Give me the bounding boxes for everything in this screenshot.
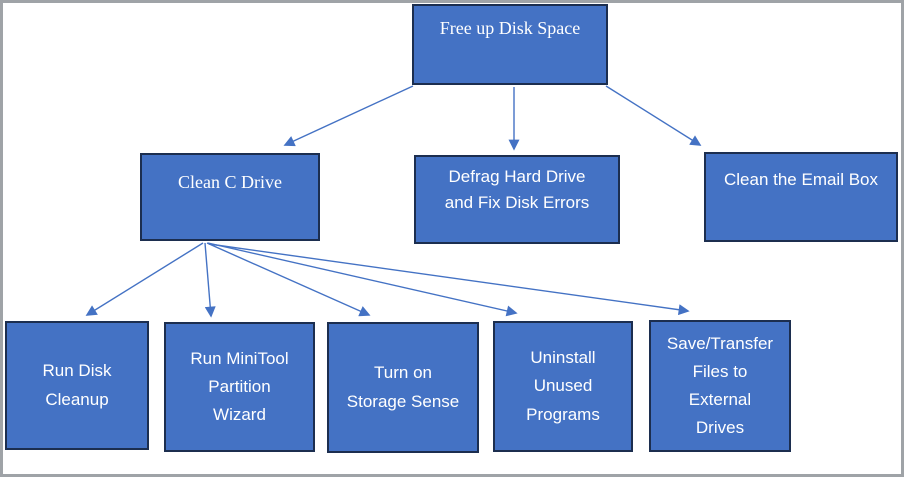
- arrow-cleanc-to-run-disk-cleanup: [85, 242, 204, 316]
- node-defrag-hard-drive: Defrag Hard Drive and Fix Disk Errors: [414, 155, 620, 244]
- node-free-up-disk-space: Free up Disk Space: [412, 4, 608, 85]
- node-clean-email-box: Clean the Email Box: [704, 152, 898, 242]
- node-turn-on-storage-sense: Turn on Storage Sense: [327, 322, 479, 453]
- arrow-cleanc-to-storage-sense: [206, 242, 371, 317]
- node-uninstall-unused-programs: Uninstall Unused Programs: [493, 321, 633, 452]
- node-clean-c-drive: Clean C Drive: [140, 153, 320, 241]
- arrow-cleanc-to-minitool: [204, 242, 216, 318]
- arrow-cleanc-to-save-transfer: [208, 243, 690, 316]
- arrow-root-to-email: [605, 85, 702, 146]
- node-run-minitool-partition-wizard: Run MiniTool Partition Wizard: [164, 322, 315, 452]
- arrow-cleanc-to-uninstall: [207, 242, 518, 317]
- node-save-transfer-files: Save/Transfer Files to External Drives: [649, 320, 791, 452]
- node-run-disk-cleanup: Run Disk Cleanup: [5, 321, 149, 450]
- arrow-root-to-clean-c-drive: [283, 85, 414, 147]
